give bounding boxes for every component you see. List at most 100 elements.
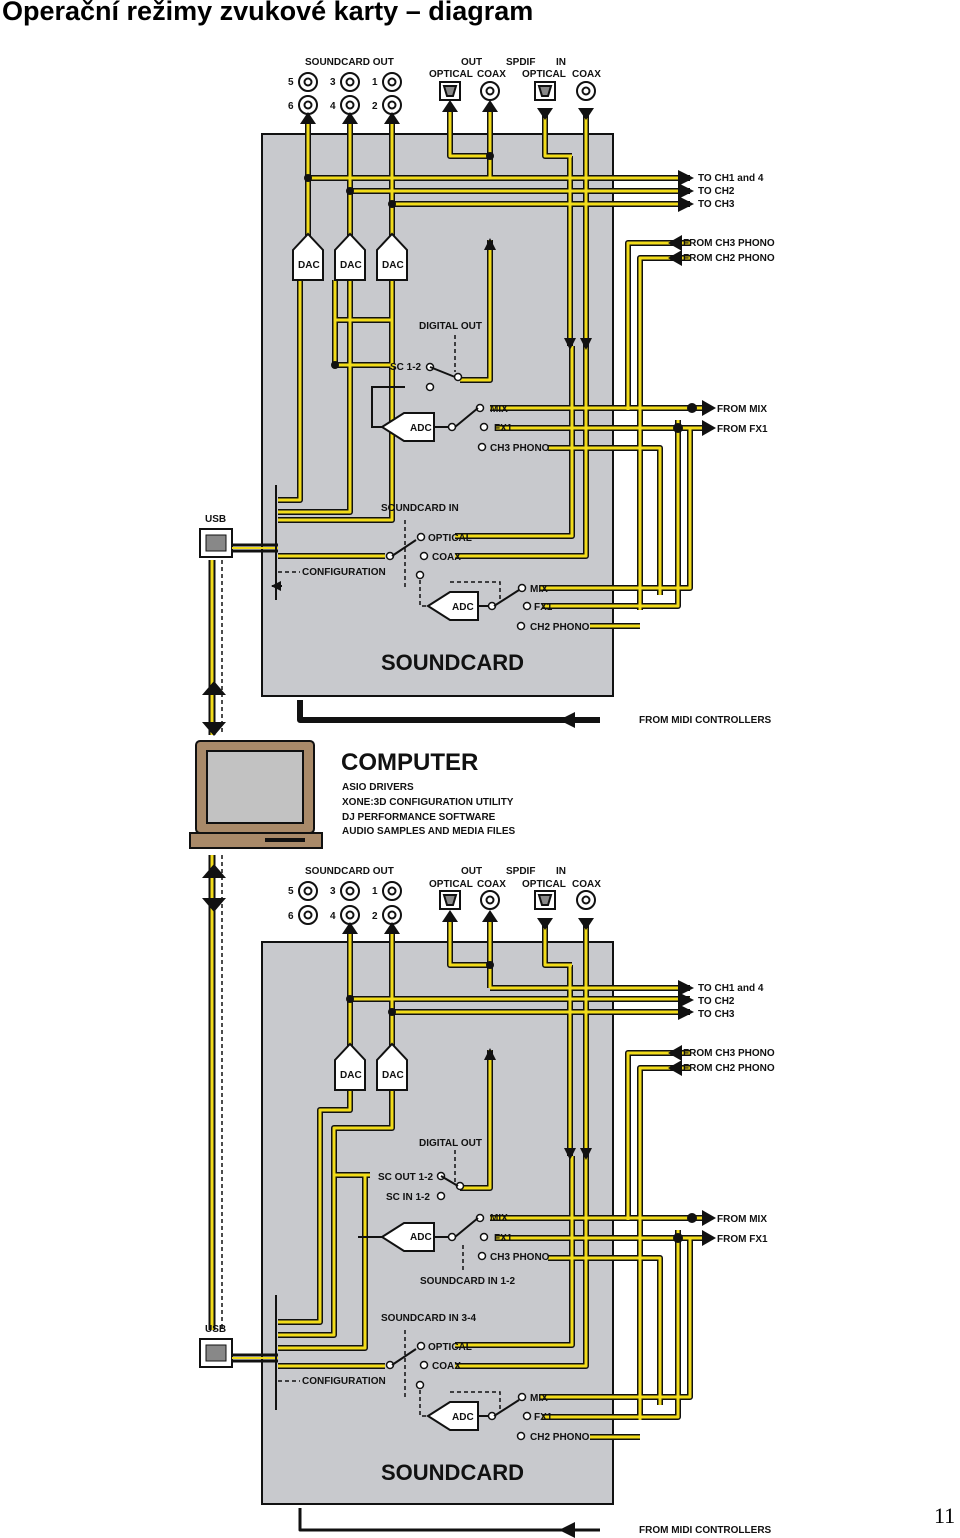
- laptop-icon: [189, 740, 323, 849]
- computer-item: AUDIO SAMPLES AND MEDIA FILES: [342, 826, 515, 837]
- from-mix-label: FROM MIX: [717, 404, 767, 415]
- selector-option: COAX: [432, 552, 461, 563]
- adc-label: ADC: [410, 423, 432, 434]
- spdif-out-label: OUT: [461, 866, 482, 877]
- dac-label: DAC: [340, 260, 362, 271]
- selector-option: COAX: [432, 1361, 461, 1372]
- usb-cable: [202, 855, 226, 1330]
- jack-number: 6: [288, 911, 294, 922]
- selector-option: CH3 PHONO: [490, 1252, 550, 1263]
- dac-block: [292, 232, 408, 281]
- dac-label: DAC: [382, 260, 404, 271]
- jack-number: 3: [330, 886, 336, 897]
- coax-in-label: COAX: [572, 69, 601, 80]
- soundcard-in-12-label: SOUNDCARD IN 1-2: [420, 1276, 515, 1287]
- computer-item: ASIO DRIVERS: [342, 782, 414, 793]
- midi-label: FROM MIDI CONTROLLERS: [639, 715, 772, 726]
- jack-number: 2: [372, 101, 378, 112]
- soundcard-out-label: SOUNDCARD OUT: [305, 57, 394, 68]
- from-mix-label: FROM MIX: [717, 1214, 767, 1225]
- soundcard-in-label: SOUNDCARD IN: [381, 503, 459, 514]
- dac-label: DAC: [340, 1070, 362, 1081]
- from-fx1-label: FROM FX1: [717, 424, 768, 435]
- jack-number: 4: [330, 101, 336, 112]
- from-phono-label: FROM CH3 PHONO: [683, 238, 775, 249]
- optical-port-icon: [439, 81, 556, 101]
- usb-port-icon: [199, 528, 233, 558]
- from-fx1-label: FROM FX1: [717, 1234, 768, 1245]
- selector-option: MIX: [530, 1393, 548, 1404]
- jack-number: 3: [330, 77, 336, 88]
- signal-wires: [278, 110, 708, 723]
- to-channel-label: TO CH3: [698, 199, 735, 210]
- configuration-label: CONFIGURATION: [302, 567, 386, 578]
- configuration-label: CONFIGURATION: [302, 1376, 386, 1387]
- to-channel-label: TO CH3: [698, 1009, 735, 1020]
- adc-label: ADC: [452, 1412, 474, 1423]
- optical-in-label: OPTICAL: [522, 69, 566, 80]
- dac-block: [334, 1042, 408, 1091]
- usb-label: USB: [205, 514, 226, 525]
- diagram-mode-1: SOUNDCARD OUT 5 3 1 6 4 2 OUT SPDIF IN O…: [199, 57, 775, 728]
- digital-out-label: DIGITAL OUT: [419, 1138, 482, 1149]
- to-channel-label: TO CH2: [698, 186, 735, 197]
- optical-in-label: OPTICAL: [522, 879, 566, 890]
- signal-wires: [278, 920, 708, 1532]
- spdif-in-label: IN: [556, 57, 566, 68]
- coax-in-label: COAX: [572, 879, 601, 890]
- jack-number: 6: [288, 101, 294, 112]
- rca-jack-icon: [298, 72, 596, 115]
- jack-number: 5: [288, 886, 294, 897]
- selector-option: OPTICAL: [428, 533, 472, 544]
- diagram-mode-2: SOUNDCARD OUT 5 3 1 6 4 2 OUT SPDIF IN O…: [199, 866, 775, 1538]
- jack-number: 2: [372, 911, 378, 922]
- computer-title: COMPUTER: [341, 749, 478, 776]
- usb-port-icon: [199, 1338, 233, 1368]
- digital-out-label: DIGITAL OUT: [419, 321, 482, 332]
- selector-option: FX1: [494, 1233, 513, 1244]
- selector-option: FX1: [534, 602, 553, 613]
- junction-dots: [304, 152, 697, 433]
- to-channel-label: TO CH1 and 4: [698, 173, 764, 184]
- adc-label: ADC: [410, 1232, 432, 1243]
- jack-number: 4: [330, 911, 336, 922]
- usb-cable: [202, 560, 226, 736]
- selector-option: CH2 PHONO: [530, 1432, 590, 1443]
- soundcard-title: SOUNDCARD: [381, 650, 524, 675]
- optical-out-label: OPTICAL: [429, 69, 473, 80]
- selector-option: FX1: [494, 423, 513, 434]
- spdif-out-label: OUT: [461, 57, 482, 68]
- rca-jack-icon: [298, 881, 596, 925]
- soundcard-in-label: SOUNDCARD IN 3-4: [381, 1313, 476, 1324]
- signal-arrows: [342, 910, 694, 1538]
- selector-option: MIX: [530, 584, 548, 595]
- page-number: 11: [934, 1503, 956, 1528]
- sc-label: SC IN 1-2: [386, 1192, 430, 1203]
- to-channel-label: TO CH2: [698, 996, 735, 1007]
- optical-port-icon: [439, 890, 556, 910]
- jack-number: 1: [372, 77, 378, 88]
- from-phono-label: FROM CH2 PHONO: [683, 253, 775, 264]
- dac-label: DAC: [298, 260, 320, 271]
- selector-option: MIX: [490, 404, 508, 415]
- jack-number: 1: [372, 886, 378, 897]
- spdif-in-label: IN: [556, 866, 566, 877]
- signal-arrows: [300, 100, 694, 728]
- adc-label: ADC: [452, 602, 474, 613]
- midi-label: FROM MIDI CONTROLLERS: [639, 1525, 772, 1536]
- selector-option: CH2 PHONO: [530, 622, 590, 633]
- soundcard-out-label: SOUNDCARD OUT: [305, 866, 394, 877]
- sc-label: SC OUT 1-2: [378, 1172, 433, 1183]
- optical-out-label: OPTICAL: [429, 879, 473, 890]
- selector-option: FX1: [534, 1412, 553, 1423]
- soundcard-title: SOUNDCARD: [381, 1460, 524, 1485]
- junction-dots: [346, 961, 697, 1243]
- coax-out-label: COAX: [477, 69, 506, 80]
- selector-option: MIX: [490, 1213, 508, 1224]
- spdif-label: SPDIF: [506, 866, 535, 877]
- jack-number: 5: [288, 77, 294, 88]
- spdif-label: SPDIF: [506, 57, 535, 68]
- selector-option: CH3 PHONO: [490, 443, 550, 454]
- computer-item: XONE:3D CONFIGURATION UTILITY: [342, 797, 514, 808]
